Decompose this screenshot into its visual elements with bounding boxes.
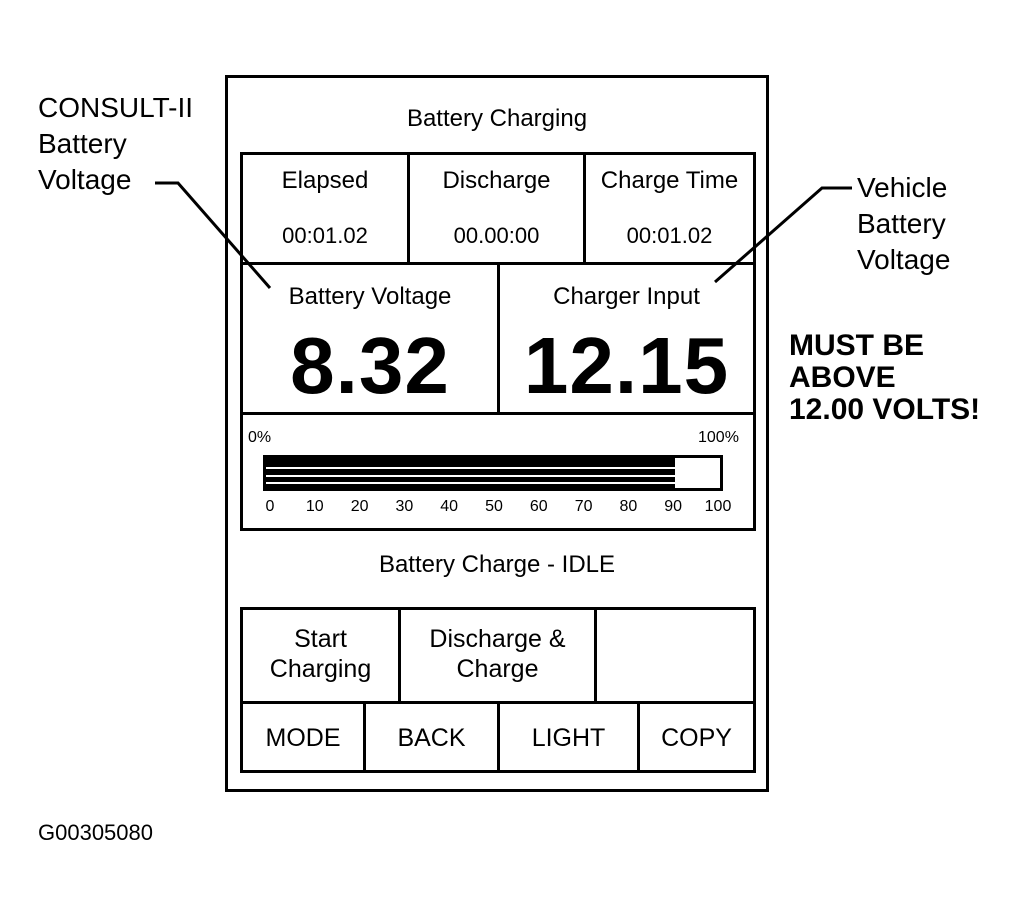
left-leader-line — [155, 181, 272, 289]
gauge-tick-label: 80 — [619, 498, 638, 515]
battery-voltage-label: Battery Voltage — [288, 283, 452, 310]
charge-status: Battery Charge - IDLE — [378, 551, 616, 578]
divider — [363, 701, 366, 773]
divider — [583, 152, 586, 264]
charger-input-value: 12.15 — [523, 321, 730, 410]
right-callout-line: Voltage — [857, 244, 951, 275]
elapsed-label: Elapsed — [281, 167, 369, 194]
right-callout-line: Battery — [857, 208, 946, 239]
divider — [398, 607, 401, 704]
gauge-tick-label: 100 — [704, 498, 732, 515]
info-panel — [240, 152, 756, 531]
gauge-stripe — [266, 467, 675, 469]
gauge-tick-label: 70 — [574, 498, 593, 515]
gauge-tick-label: 10 — [305, 498, 324, 515]
warning-line: MUST BE — [789, 329, 924, 362]
gauge-tick-label: 30 — [395, 498, 414, 515]
gauge-tick-label: 50 — [485, 498, 503, 515]
copy-button[interactable]: COPY — [661, 724, 732, 752]
discharge-label: Discharge — [442, 167, 551, 194]
gauge-min-label: 0% — [248, 429, 272, 446]
left-callout-line: Battery — [38, 128, 127, 159]
right-callout: Vehicle Battery Voltage — [857, 170, 950, 278]
warning-line: 12.00 VOLTS! — [789, 393, 981, 426]
mode-button[interactable]: MODE — [265, 724, 341, 752]
figure-code: G00305080 — [38, 820, 153, 845]
discharge-charge-button[interactable]: Discharge & Charge — [429, 625, 566, 683]
gauge-tick-label: 40 — [440, 498, 459, 515]
gauge-stripe — [266, 475, 675, 477]
charge-time-value: 00:01.02 — [626, 223, 713, 248]
right-callout-line: Vehicle — [857, 172, 948, 203]
gauge-tick-label: 0 — [265, 498, 275, 515]
right-leader-line — [714, 186, 852, 284]
gauge-tick-label: 20 — [350, 498, 369, 515]
gauge-stripe — [266, 482, 675, 484]
divider — [497, 262, 500, 414]
discharge-value: 00.00:00 — [453, 223, 540, 248]
left-callout-line: Voltage — [38, 164, 132, 195]
warning-line: ABOVE — [789, 361, 896, 394]
gauge-tick-label: 90 — [664, 498, 683, 515]
charger-input-label: Charger Input — [553, 283, 700, 310]
divider — [594, 607, 597, 704]
gauge-max-label: 100% — [698, 429, 739, 446]
screen-title: Battery Charging — [406, 105, 588, 132]
light-button[interactable]: LIGHT — [531, 724, 606, 752]
back-button[interactable]: BACK — [397, 724, 466, 752]
charge-time-label: Charge Time — [600, 167, 739, 194]
device-screen-frame — [225, 75, 769, 792]
voltage-warning: MUST BE ABOVE 12.00 VOLTS! — [789, 330, 980, 426]
divider — [240, 412, 756, 415]
left-callout-line: CONSULT-II — [38, 92, 194, 123]
divider — [497, 701, 500, 773]
left-callout: CONSULT-II Battery Voltage — [38, 90, 193, 198]
start-charging-button[interactable]: Start Charging — [269, 625, 372, 683]
divider — [407, 152, 410, 264]
gauge-tick-label: 60 — [529, 498, 548, 515]
divider — [637, 701, 640, 773]
battery-voltage-value: 8.32 — [290, 321, 450, 410]
elapsed-value: 00:01.02 — [282, 223, 368, 248]
